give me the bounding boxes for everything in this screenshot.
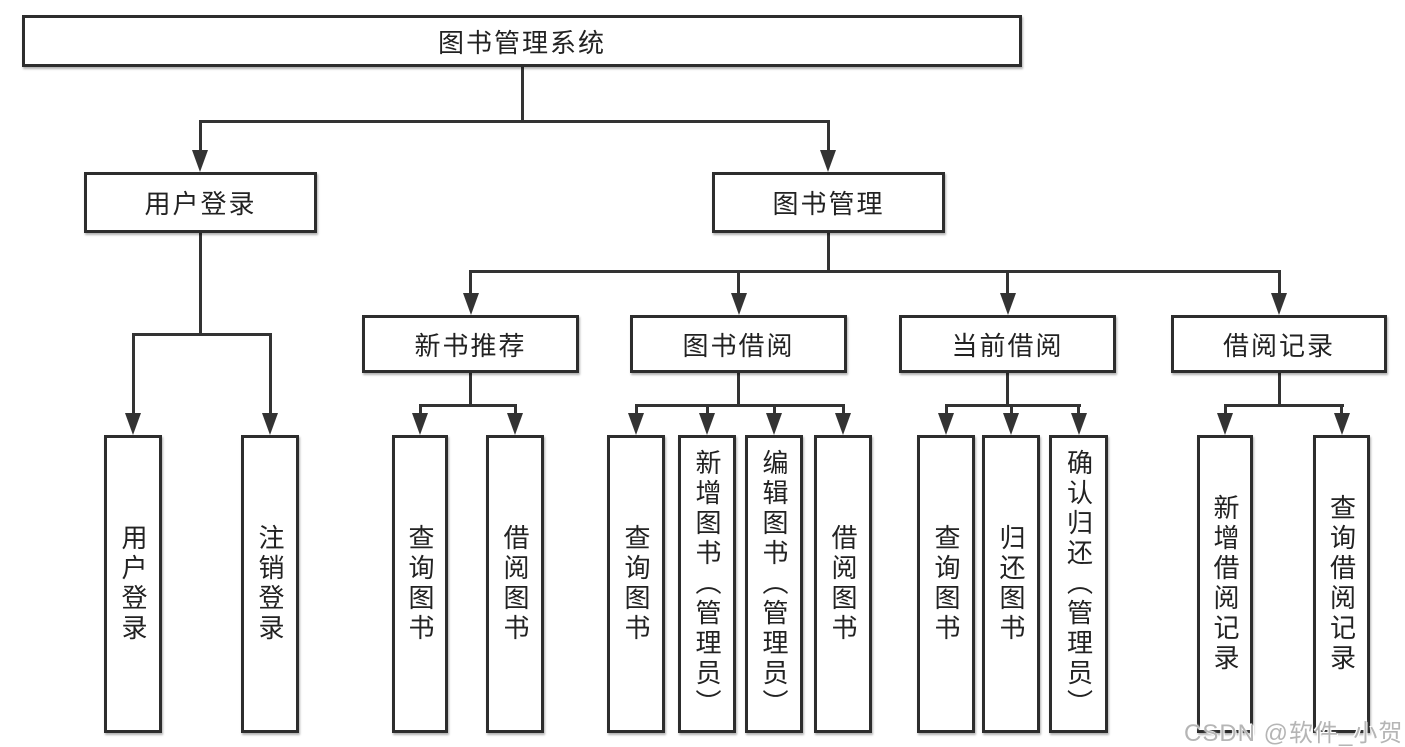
connector-borrowrecords-stub: [1277, 373, 1281, 407]
connector-bookborrow-branch: [634, 404, 845, 407]
connector-stem-cb-return: [1009, 404, 1013, 416]
connector-stem-borrowrecords: [1277, 270, 1281, 296]
node-book-borrow: 图书借阅: [630, 315, 847, 373]
node-leaf-current-return-books: 归还图书: [982, 435, 1040, 733]
connector-stem-user-login: [198, 120, 202, 153]
connector-root-stub: [520, 67, 524, 121]
arrowhead-bb-edit: [766, 413, 782, 435]
connector-stem-leaf-logout: [268, 333, 272, 415]
node-borrow-records: 借阅记录: [1171, 315, 1387, 373]
connector-level3-branch: [469, 270, 1280, 273]
connector-level2-branch: [198, 120, 830, 123]
connector-borrowrecords-branch: [1223, 404, 1344, 407]
connector-stem-bb-add: [705, 404, 709, 416]
arrowhead-cb-query: [938, 413, 954, 435]
node-current-borrow: 当前借阅: [899, 315, 1116, 373]
arrowhead-bb-borrow: [835, 413, 851, 435]
csdn-watermark: CSDN @软件_小贺同学: [1184, 720, 1405, 747]
arrowhead-cb-return: [1003, 413, 1019, 435]
node-leaf-newbook-query-books: 查询图书: [392, 435, 448, 733]
connector-stem-bb-edit: [772, 404, 776, 416]
connector-currentborrow-stub: [1006, 373, 1009, 407]
node-leaf-user-login: 用户登录: [104, 435, 162, 733]
connector-stem-bb-query: [634, 404, 638, 416]
node-leaf-records-add-record: 新增借阅记录: [1197, 435, 1253, 733]
arrowhead-newbook: [462, 293, 479, 315]
node-user-login: 用户登录: [84, 172, 317, 233]
arrowhead-leaf-userlogin: [125, 413, 141, 435]
connector-stem-br-add: [1223, 404, 1227, 416]
connector-stem-nb-query: [418, 404, 422, 416]
connector-userlogin-stub: [198, 233, 202, 335]
node-leaf-newbook-borrow-books: 借阅图书: [486, 435, 544, 733]
node-leaf-current-query-books: 查询图书: [917, 435, 975, 733]
arrowhead-borrowrecords: [1271, 293, 1287, 315]
connector-stem-nb-borrow: [513, 404, 517, 416]
connector-stem-bb-borrow: [841, 404, 845, 416]
arrowhead-user-login: [192, 150, 208, 172]
connector-stem-currentborrow: [1006, 270, 1009, 296]
connector-newbook-stub: [469, 373, 472, 407]
node-leaf-borrow-edit-books-admin: 编辑图书（管理员）: [745, 435, 803, 733]
arrowhead-br-query: [1333, 413, 1350, 435]
connector-stem-newbook: [469, 270, 472, 296]
arrowhead-bb-add: [699, 413, 715, 435]
node-leaf-borrow-query-books: 查询图书: [607, 435, 665, 733]
node-library-management-system: 图书管理系统: [22, 15, 1022, 67]
connector-stem-cb-query: [944, 404, 948, 416]
connector-stem-book-mgmt: [826, 120, 830, 153]
connector-stem-cb-confirm: [1077, 404, 1080, 416]
connector-stem-leaf-userlogin: [131, 333, 135, 415]
connector-stem-br-query: [1340, 404, 1343, 416]
arrowhead-bb-query: [628, 413, 644, 435]
connector-bookborrow-stub: [737, 373, 740, 407]
node-leaf-borrow-add-books-admin: 新增图书（管理员）: [678, 435, 736, 733]
node-leaf-borrow-borrow-books: 借阅图书: [814, 435, 872, 733]
node-book-management: 图书管理: [712, 172, 945, 233]
arrowhead-cb-confirm: [1070, 413, 1087, 435]
arrowhead-book-mgmt: [820, 150, 836, 172]
arrowhead-bookborrow: [730, 293, 747, 315]
node-leaf-records-query-record: 查询借阅记录: [1313, 435, 1370, 733]
node-new-book-recommend: 新书推荐: [362, 315, 579, 373]
arrowhead-nb-query: [412, 413, 428, 435]
node-leaf-logout: 注销登录: [241, 435, 299, 733]
connector-userlogin-branch: [131, 333, 272, 336]
arrowhead-br-add: [1217, 413, 1233, 435]
arrowhead-nb-borrow: [507, 413, 523, 435]
connector-currentborrow-branch: [944, 404, 1081, 407]
arrowhead-leaf-logout: [262, 413, 278, 435]
connector-bookmgmt-stub: [826, 233, 830, 273]
arrowhead-currentborrow: [999, 293, 1016, 315]
node-leaf-current-confirm-return-admin: 确认归还（管理员）: [1049, 435, 1108, 733]
connector-stem-bookborrow: [737, 270, 740, 296]
connector-newbook-branch: [418, 404, 517, 407]
